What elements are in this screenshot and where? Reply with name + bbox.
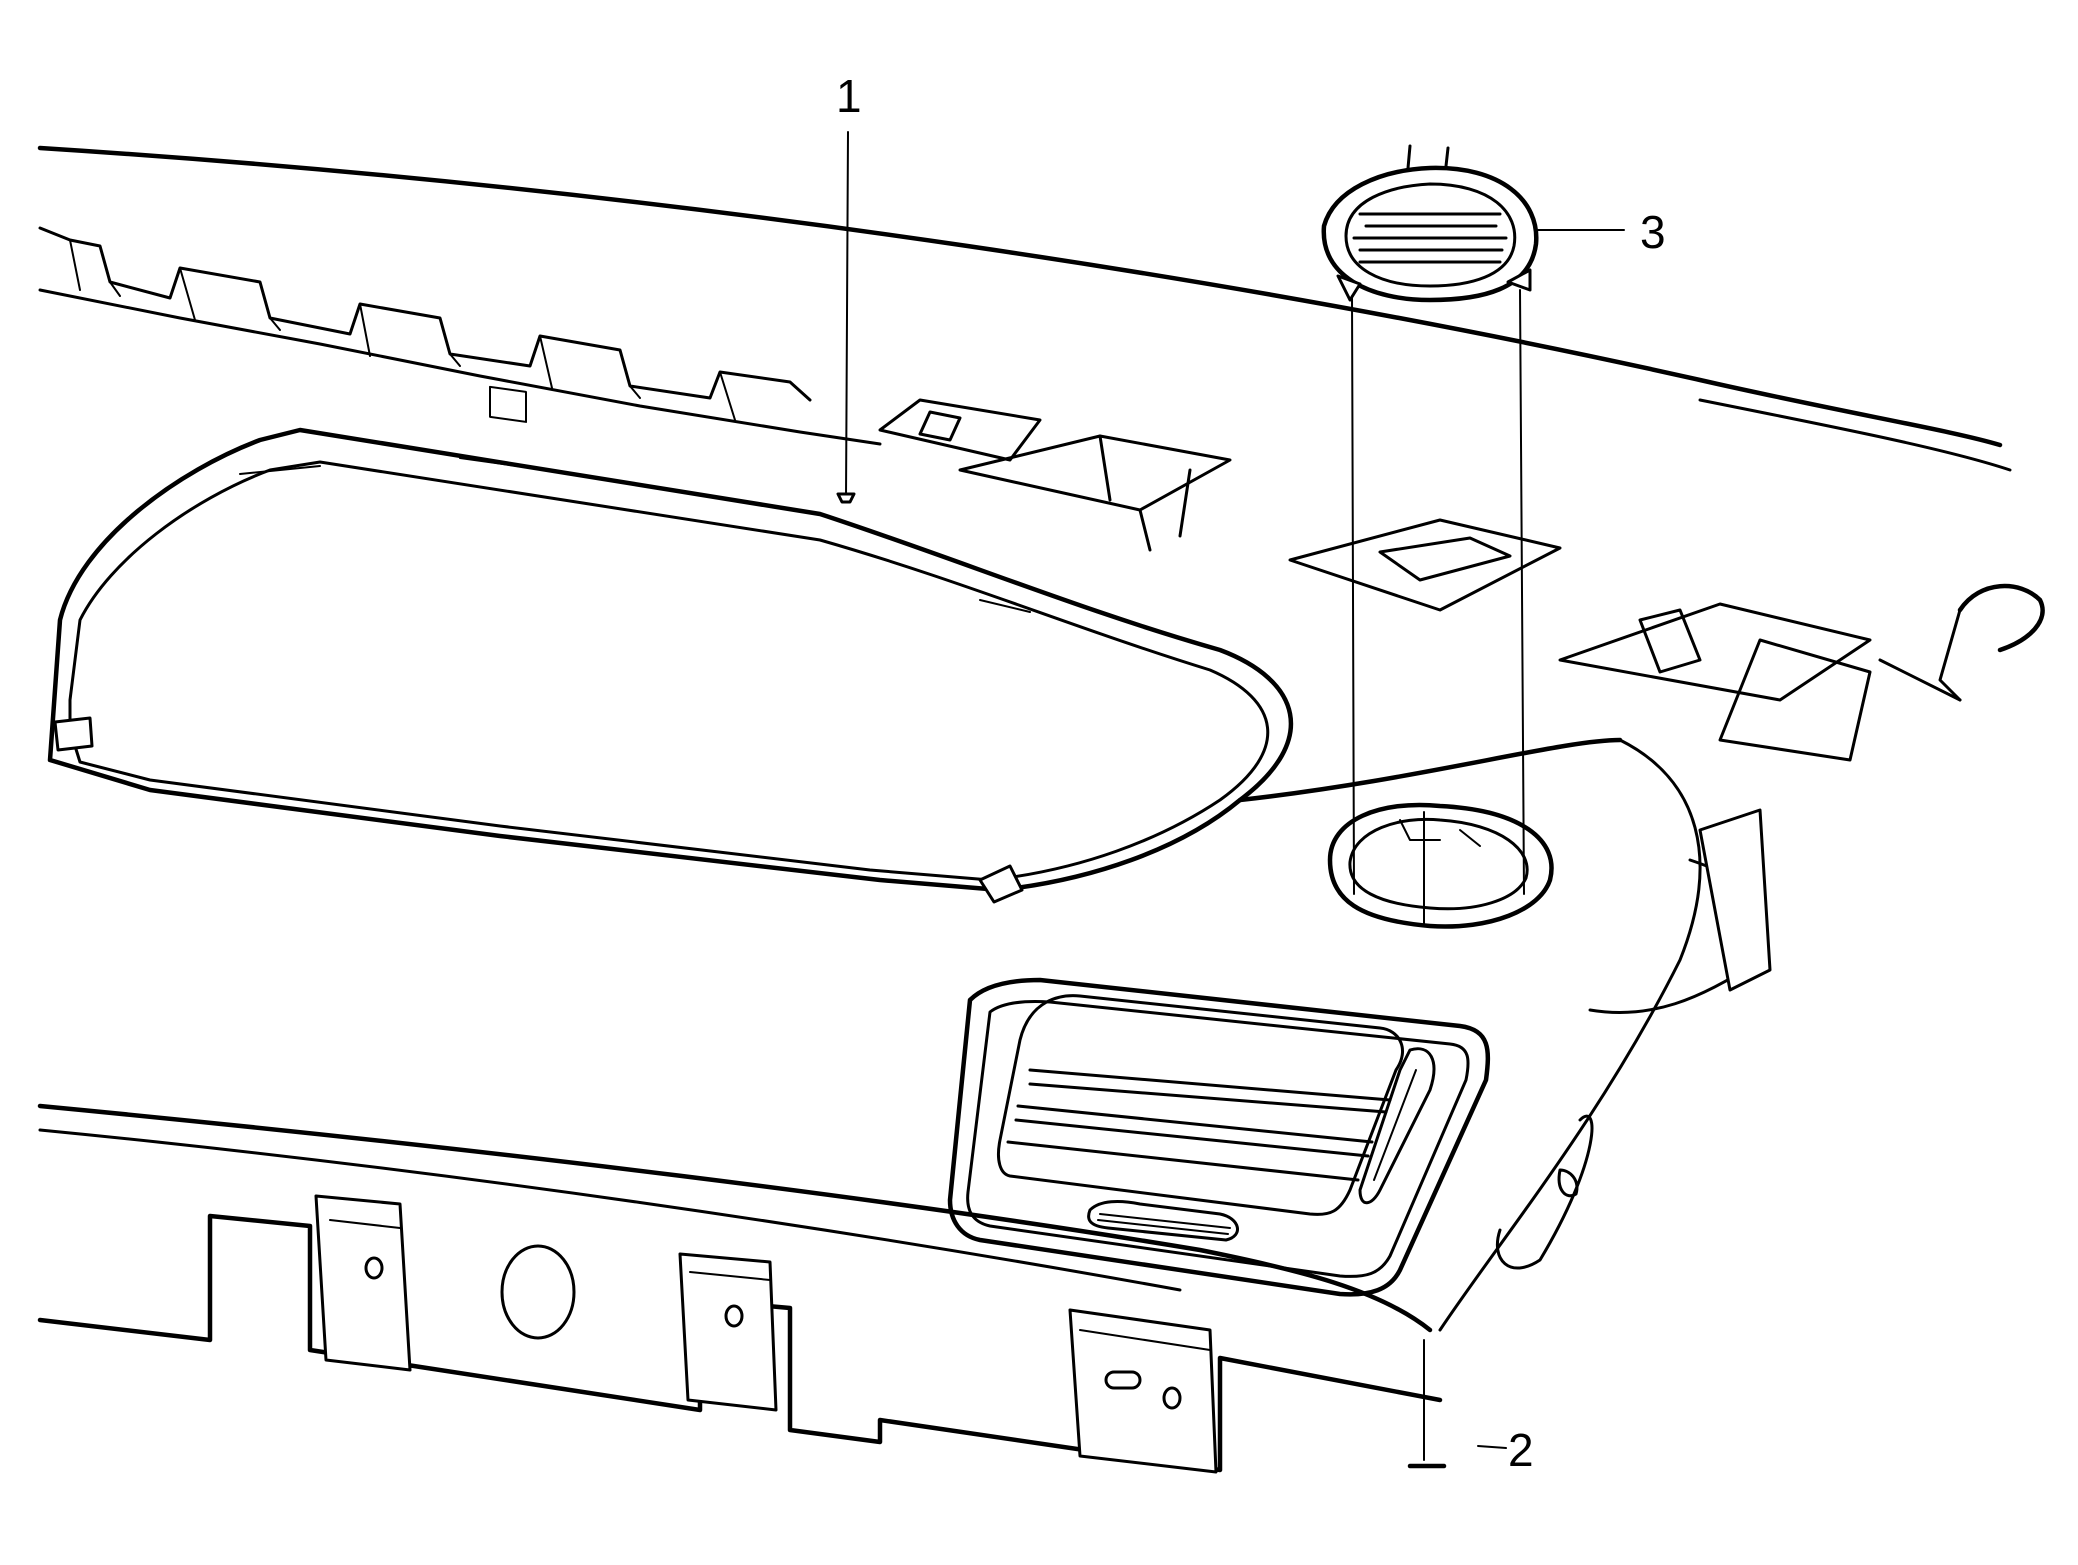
callout-2: 2 [1508,1424,1534,1476]
install-guide-lines [1351,289,1525,1469]
defroster-ribs [38,226,882,446]
center-upper-ducts [878,398,1872,762]
callout-leaders [836,131,1625,1449]
panel-right-end [1878,583,2045,702]
leader-2 [1477,1445,1507,1449]
panel-top-edge [37,145,2012,472]
speaker-grille [1321,144,1539,303]
callout-3: 3 [1640,206,1666,258]
callout-labels: 1 2 3 [836,70,1666,1476]
panel-front-edge [37,1103,1433,1333]
side-air-vent [947,977,1491,1297]
speaker-opening [1327,802,1554,929]
right-lower-side [1237,737,1772,1332]
callout-1: 1 [836,70,862,122]
leader-1 [845,131,849,499]
display-opening [47,427,1294,904]
lower-skirt [37,1194,1443,1474]
fastener-1 [836,492,856,504]
